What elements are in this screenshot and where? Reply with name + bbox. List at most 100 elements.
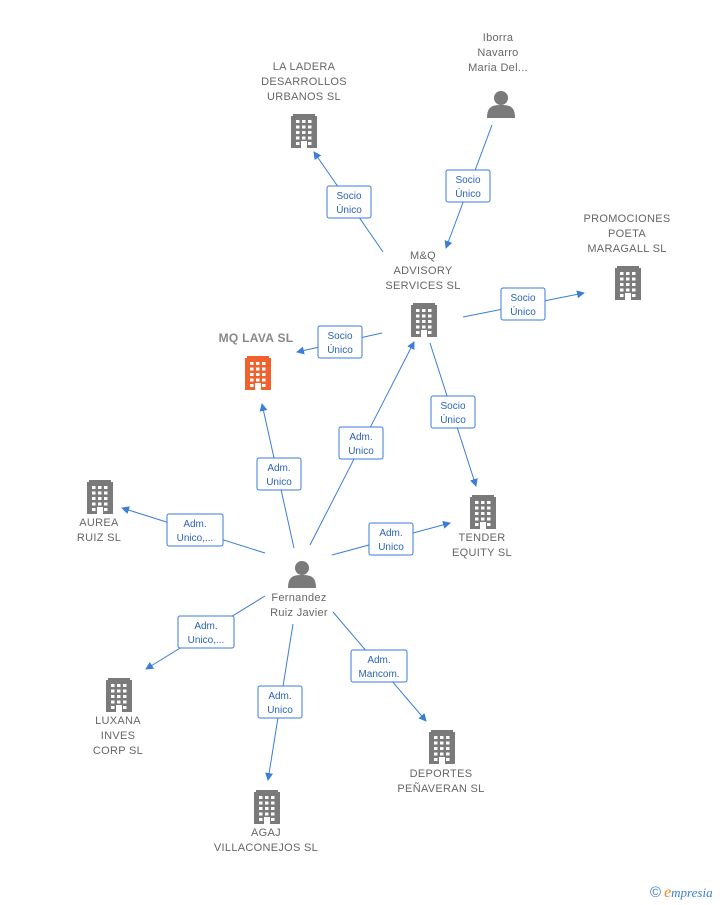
edge-label-text: Unico,... <box>188 635 225 646</box>
node-label: MQ LAVA SL <box>219 331 294 345</box>
edge-fernandez-to-agaj: Adm. Unico <box>257 623 303 781</box>
building-icon[interactable] <box>470 495 496 529</box>
node-label: Navarro <box>477 47 518 59</box>
edge-label-box[interactable] <box>368 522 414 556</box>
edge-label-box[interactable] <box>326 185 372 219</box>
node-label: AUREA <box>79 517 119 529</box>
node-label: MARAGALL SL <box>587 243 666 255</box>
edge-label-text: Socio <box>455 175 480 186</box>
edge-label-box[interactable] <box>257 685 303 719</box>
node-label: Ruiz Javier <box>270 607 328 619</box>
edge-label-box[interactable] <box>177 615 235 649</box>
edge-label-text: Único <box>510 305 536 318</box>
edge-label-text: Unico <box>348 446 374 457</box>
node-label: CORP SL <box>93 745 143 757</box>
person-icon[interactable] <box>288 561 316 588</box>
node-label: ADVISORY <box>393 265 452 277</box>
edge-fernandez-to-deportes: Adm. Mancom. <box>332 611 427 722</box>
node-label: PEÑAVERAN SL <box>397 782 484 795</box>
edge-label-text: Socio <box>510 293 535 304</box>
node-label: LUXANA <box>95 715 141 727</box>
edge-label-text: Unico <box>267 705 293 716</box>
node-label: SERVICES SL <box>385 280 460 292</box>
node-mq_advisory[interactable]: M&Q ADVISORY SERVICES SL <box>385 250 460 337</box>
edge-fernandez-to-mq_lava: Adm. Unico <box>256 403 302 549</box>
edge-label-text: Adm. <box>268 691 291 702</box>
building-icon[interactable] <box>615 266 641 300</box>
edge-label-text: Socio <box>327 331 352 342</box>
node-luxana[interactable]: LUXANA INVES CORP SL <box>93 678 143 757</box>
edge-label-text: Adm. <box>367 655 390 666</box>
node-mq_lava[interactable]: MQ LAVA SL <box>219 331 294 390</box>
node-label: DEPORTES <box>410 768 473 780</box>
edge-label-text: Unico,... <box>177 533 214 544</box>
edge-label-text: Adm. <box>194 621 217 632</box>
brand-initial: e <box>664 884 672 901</box>
node-aurea[interactable]: AUREA RUIZ SL <box>77 480 121 544</box>
edge-label-box[interactable] <box>430 395 476 429</box>
edge-label-text: Socio <box>440 401 465 412</box>
empresia-logo: ©empresia <box>650 884 713 902</box>
edge-label-text: Único <box>455 187 481 200</box>
node-label: RUIZ SL <box>77 532 121 544</box>
edge-fernandez-to-luxana: Adm. Unico,... <box>145 595 266 670</box>
edge-label-text: Único <box>336 203 362 216</box>
edge-label-box[interactable] <box>166 513 224 547</box>
edge-label-box[interactable] <box>350 649 408 683</box>
building-icon[interactable] <box>245 356 271 390</box>
building-icon[interactable] <box>87 480 113 514</box>
node-label: VILLACONEJOS SL <box>214 842 318 854</box>
edge-label-box[interactable] <box>256 457 302 491</box>
edge-label-text: Adm. <box>349 432 372 443</box>
building-icon[interactable] <box>411 303 437 337</box>
edge-fernandez-to-mq_advisory: Adm. Unico <box>309 341 415 546</box>
node-label: POETA <box>608 228 646 240</box>
edge-label-box[interactable] <box>317 325 363 359</box>
node-label: EQUITY SL <box>452 547 512 559</box>
edge-label-text: Mancom. <box>358 669 399 680</box>
building-icon[interactable] <box>254 790 280 824</box>
node-deportes[interactable]: DEPORTES PEÑAVERAN SL <box>397 730 484 795</box>
building-icon[interactable] <box>291 114 317 148</box>
edge-label-text: Único <box>440 413 466 426</box>
edge-label-text: Socio <box>336 191 361 202</box>
node-label: TENDER <box>458 532 505 544</box>
edge-label-text: Adm. <box>379 528 402 539</box>
edge-label-box[interactable] <box>500 287 546 321</box>
edge-label-text: Adm. <box>183 519 206 530</box>
edge-label-text: Único <box>327 343 353 356</box>
node-label: PROMOCIONES <box>583 213 670 225</box>
node-label: URBANOS SL <box>267 91 341 103</box>
edges-layer: SocioÚnicoSocioÚnicoSocioÚnicoSocioÚnico… <box>121 124 585 781</box>
edge-fernandez-to-tender: Adm. Unico <box>331 520 451 556</box>
node-label: LA LADERA <box>273 61 336 73</box>
node-label: Fernandez <box>271 592 326 604</box>
person-icon[interactable] <box>487 91 515 118</box>
edge-label-box[interactable] <box>445 169 491 203</box>
edge-label-text: Unico <box>378 542 404 553</box>
node-label: M&Q <box>410 250 436 262</box>
node-promociones[interactable]: PROMOCIONES POETA MARAGALL SL <box>583 213 670 300</box>
node-label: Iborra <box>483 32 514 44</box>
node-label: AGAJ <box>251 827 281 839</box>
edge-label-box[interactable] <box>338 426 384 460</box>
building-icon[interactable] <box>106 678 132 712</box>
building-icon[interactable] <box>429 730 455 764</box>
node-agaj[interactable]: AGAJ VILLACONEJOS SL <box>214 790 318 854</box>
edge-label-text: Unico <box>266 477 292 488</box>
node-label: INVES <box>101 730 136 742</box>
edge-label-text: Adm. <box>267 463 290 474</box>
brand-name: mpresia <box>671 885 713 900</box>
copyright-symbol: © <box>650 884 662 901</box>
node-tender[interactable]: TENDER EQUITY SL <box>452 495 512 559</box>
edge-fernandez-to-aurea: Adm. Unico,... <box>121 506 266 554</box>
